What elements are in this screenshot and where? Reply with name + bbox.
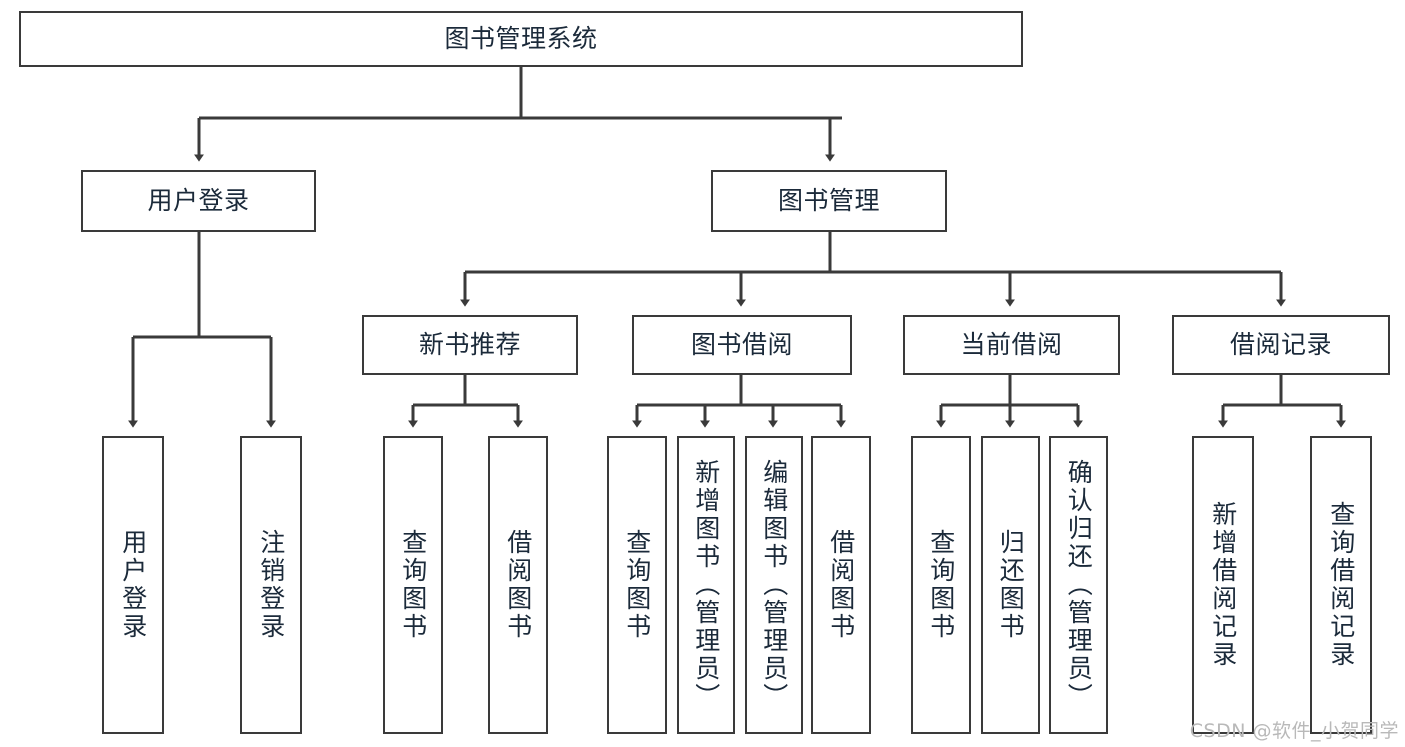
- node-leaf-borrow-book-1-label: 借阅图书: [503, 529, 533, 641]
- node-leaf-user-login[interactable]: 用户登录: [102, 436, 164, 734]
- node-book-borrow-label: 图书借阅: [690, 330, 793, 360]
- node-user-login[interactable]: 用户登录: [81, 170, 316, 232]
- node-root-label: 图书管理系统: [444, 24, 598, 54]
- node-root[interactable]: 图书管理系统: [19, 11, 1023, 67]
- node-leaf-query-record[interactable]: 查询借阅记录: [1310, 436, 1372, 734]
- node-user-login-label: 用户登录: [147, 186, 250, 216]
- node-leaf-query-book-3-label: 查询图书: [926, 529, 956, 641]
- node-leaf-borrow-book-2[interactable]: 借阅图书: [811, 436, 871, 734]
- node-leaf-confirm-return[interactable]: 确认归还（管理员）: [1049, 436, 1108, 734]
- node-leaf-query-book-1[interactable]: 查询图书: [383, 436, 443, 734]
- node-leaf-edit-book-label: 编辑图书（管理员）: [759, 459, 789, 711]
- node-leaf-add-book-label: 新增图书（管理员）: [691, 459, 721, 711]
- node-leaf-return-book-label: 归还图书: [996, 529, 1026, 641]
- node-new-book-recommend-label: 新书推荐: [418, 330, 521, 360]
- node-leaf-query-book-2[interactable]: 查询图书: [607, 436, 667, 734]
- node-leaf-return-book[interactable]: 归还图书: [981, 436, 1040, 734]
- node-book-borrow[interactable]: 图书借阅: [632, 315, 852, 375]
- node-borrow-record[interactable]: 借阅记录: [1172, 315, 1390, 375]
- node-book-management-label: 图书管理: [777, 186, 880, 216]
- node-book-management[interactable]: 图书管理: [711, 170, 947, 232]
- node-leaf-query-book-1-label: 查询图书: [398, 529, 428, 641]
- node-leaf-edit-book[interactable]: 编辑图书（管理员）: [745, 436, 803, 734]
- node-current-borrow-label: 当前借阅: [960, 330, 1063, 360]
- node-leaf-query-book-3[interactable]: 查询图书: [911, 436, 971, 734]
- node-leaf-logout-label: 注销登录: [256, 529, 286, 641]
- node-leaf-borrow-book-1[interactable]: 借阅图书: [488, 436, 548, 734]
- node-leaf-add-record-label: 新增借阅记录: [1208, 501, 1238, 669]
- node-leaf-add-book[interactable]: 新增图书（管理员）: [677, 436, 735, 734]
- node-current-borrow[interactable]: 当前借阅: [903, 315, 1120, 375]
- node-new-book-recommend[interactable]: 新书推荐: [362, 315, 578, 375]
- node-leaf-query-book-2-label: 查询图书: [622, 529, 652, 641]
- node-leaf-user-login-label: 用户登录: [118, 529, 148, 641]
- node-leaf-borrow-book-2-label: 借阅图书: [826, 529, 856, 641]
- node-leaf-add-record[interactable]: 新增借阅记录: [1192, 436, 1254, 734]
- node-leaf-logout[interactable]: 注销登录: [240, 436, 302, 734]
- node-leaf-query-record-label: 查询借阅记录: [1326, 501, 1356, 669]
- node-leaf-confirm-return-label: 确认归还（管理员）: [1064, 459, 1094, 711]
- node-borrow-record-label: 借阅记录: [1229, 330, 1332, 360]
